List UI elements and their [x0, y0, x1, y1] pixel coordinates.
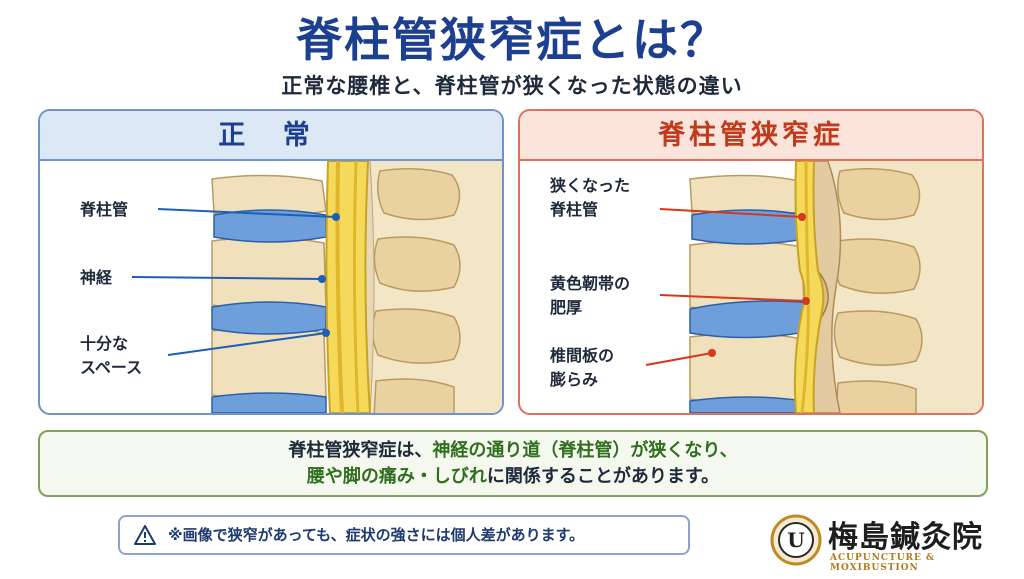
page-title: 脊柱管狭窄症とは？: [296, 13, 728, 67]
page-subtitle: 正常な腰椎と、脊柱管が狭くなった状態の違い: [281, 74, 743, 98]
summary-box: 脊柱管狭窄症は、神経の通り道（脊柱管）が狭くなり、 腰や脚の痛み・しびれに関係す…: [38, 430, 988, 497]
clinic-logo-badge: U: [770, 514, 822, 566]
label-ample-space-line2: スペース: [80, 358, 143, 377]
normal-panel: 正 常: [38, 109, 504, 415]
summary-line-2-highlight: 腰や脚の痛み・しびれ: [306, 466, 487, 487]
summary-line-2-tail: に関係することがあります。: [486, 466, 720, 487]
label-narrowed-canal-line2: 脊柱管: [550, 200, 599, 219]
label-narrowed-canal-line1: 狭くなった: [550, 176, 631, 195]
stenosis-panel: 脊柱管狭窄症: [518, 109, 984, 415]
summary-line-1-lead: 脊柱管狭窄症は、: [288, 440, 433, 461]
summary-line-2: 腰や脚の痛み・しびれに関係することがあります。: [40, 464, 986, 490]
normal-panel-title: 正 常: [40, 111, 502, 161]
label-nerve: 神経: [80, 268, 113, 287]
label-ligament-thickening-line2: 肥厚: [550, 298, 583, 317]
disclaimer-text: ※画像で狭窄があっても、症状の強さには個人差があります。: [168, 526, 585, 544]
stenosis-spine-illustration: [645, 161, 982, 413]
stenosis-panel-title: 脊柱管狭窄症: [520, 111, 982, 161]
label-ample-space-line1: 十分な: [80, 334, 129, 353]
label-disc-bulge-line2: 膨らみ: [550, 370, 599, 389]
label-ligament-thickening-line1: 黄色靭帯の: [550, 274, 631, 293]
normal-spine-illustration: [131, 161, 502, 413]
label-disc-bulge-line1: 椎間板の: [550, 346, 615, 365]
clinic-name: 梅島鍼灸院: [828, 520, 983, 555]
label-spinal-canal: 脊柱管: [80, 200, 129, 219]
logo-badge-letter: U: [787, 528, 804, 552]
normal-illustration-area: 脊柱管 神経 十分な スペース: [40, 161, 502, 413]
summary-line-1: 脊柱管狭窄症は、神経の通り道（脊柱管）が狭くなり、: [40, 438, 986, 464]
warning-icon: [134, 525, 156, 545]
clinic-subtitle: ACUPUNCTURE & MOXIBUSTION: [830, 553, 936, 573]
disclaimer-note: ※画像で狭窄があっても、症状の強さには個人差があります。: [118, 515, 690, 555]
stenosis-illustration-area: 狭くなった 脊柱管 黄色靭帯の 肥厚 椎間板の 膨らみ: [520, 161, 982, 413]
summary-line-1-highlight: 神経の通り道（脊柱管）が狭くなり、: [432, 440, 738, 461]
